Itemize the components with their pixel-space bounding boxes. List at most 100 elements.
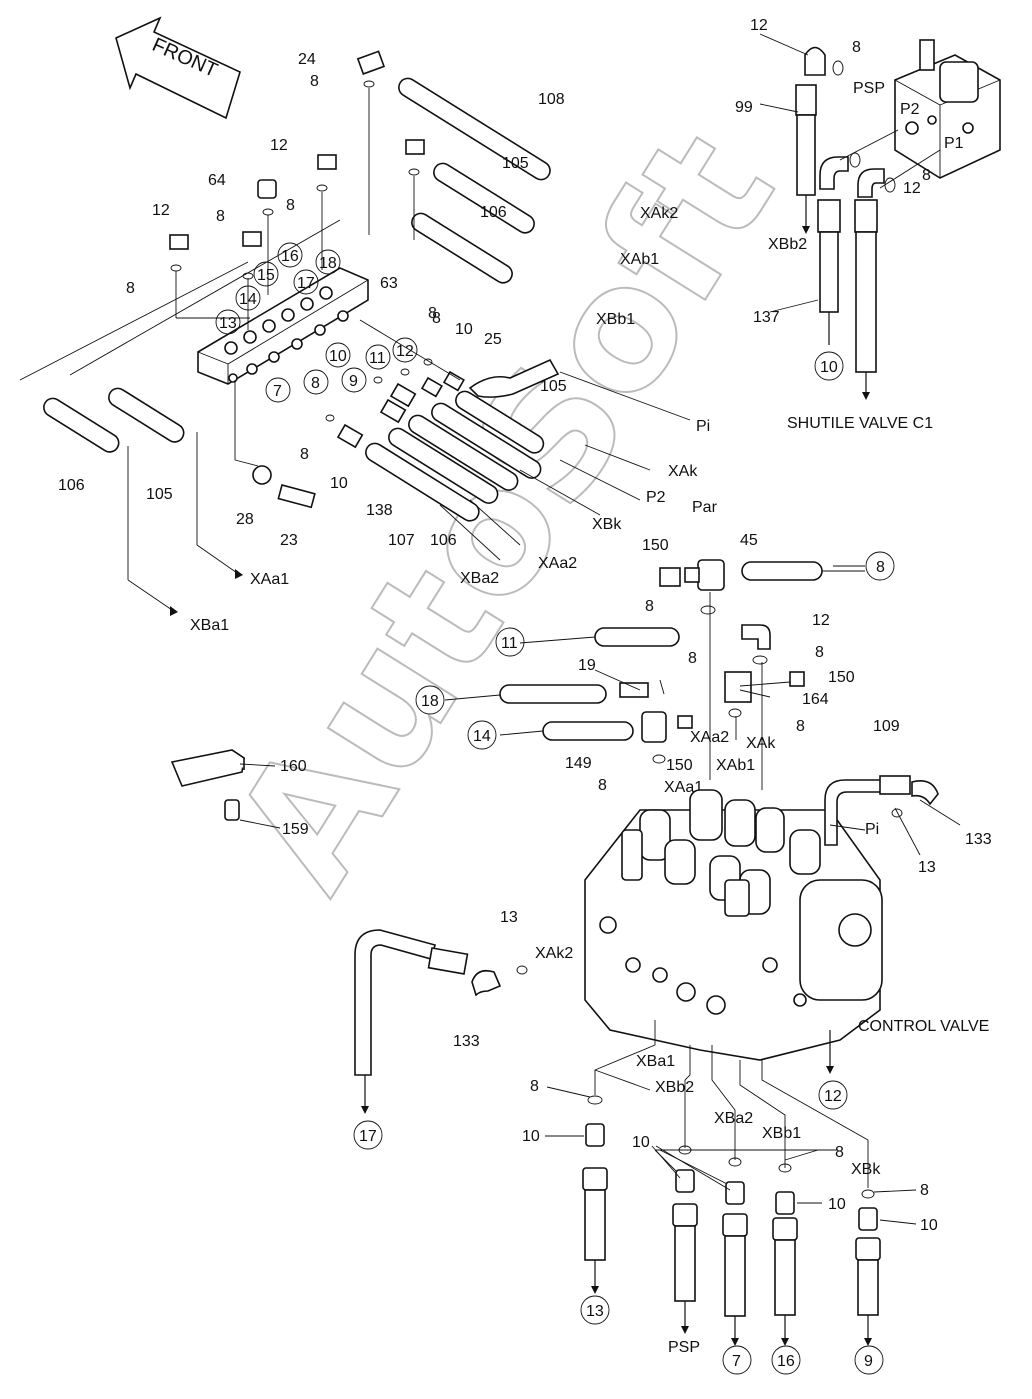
- callout-8: 8: [835, 1144, 844, 1161]
- callout-45: 45: [740, 532, 758, 549]
- callout-159: 159: [282, 821, 309, 838]
- control-valve-hoses: [354, 775, 961, 1114]
- callout-xbb1: XBb1: [762, 1125, 801, 1142]
- callout-106: 106: [480, 204, 507, 221]
- callout-8: 8: [920, 1182, 929, 1199]
- port-9: 9: [349, 373, 358, 390]
- bracket-160: 160 159: [170, 749, 309, 838]
- callout-12: 12: [903, 180, 921, 197]
- callout-10: 10: [920, 1217, 938, 1234]
- callout-xbb2: XBb2: [655, 1079, 694, 1096]
- callout-105: 105: [146, 486, 173, 503]
- callout-12: 12: [152, 202, 170, 219]
- bottom-lines: [594, 1020, 869, 1189]
- callout-107: 107: [388, 532, 415, 549]
- circled-9: 9: [864, 1353, 873, 1370]
- callout-8: 8: [815, 644, 824, 661]
- callout-8: 8: [428, 305, 437, 322]
- callout-24: 24: [298, 51, 316, 68]
- callout-12: 12: [750, 17, 768, 34]
- callout-xba1: XBa1: [636, 1053, 675, 1070]
- port-15: 15: [257, 267, 275, 284]
- callout-8: 8: [852, 39, 861, 56]
- callout-p1: P1: [944, 135, 964, 152]
- callout-xak: XAk: [668, 463, 698, 480]
- callout-10: 10: [828, 1196, 846, 1213]
- callout-12: 12: [812, 612, 830, 629]
- manifold-callouts: 24 8 108 12 105 XAk2 8 64 8 106 XAb1 12 …: [58, 51, 710, 634]
- left-hoses: [19, 219, 341, 616]
- callout-8: 8: [300, 446, 309, 463]
- front-arrow: FRONT: [115, 16, 241, 120]
- callout-8: 8: [126, 280, 135, 297]
- top-hoses: [169, 50, 551, 330]
- port-7: 7: [273, 383, 282, 400]
- middle-fittings: [444, 559, 865, 790]
- control-valve-callouts: 109 133 Pi 13 13 XAk2 133 CONTROL VALVE: [453, 718, 992, 1050]
- callout-par: Par: [692, 499, 718, 516]
- port-14: 14: [239, 291, 257, 308]
- callout-p2: P2: [900, 101, 920, 118]
- circled-8: 8: [876, 559, 885, 576]
- callout-133: 133: [965, 831, 992, 848]
- circled-18: 18: [421, 693, 439, 710]
- callout-106: 106: [58, 477, 85, 494]
- circled-callout-10: 10: [814, 351, 844, 381]
- callout-xbk: XBk: [851, 1161, 881, 1178]
- circled-label: 10: [820, 359, 838, 376]
- callout-133: 133: [453, 1033, 480, 1050]
- callout-xba1: XBa1: [190, 617, 229, 634]
- callout-13: 13: [918, 859, 936, 876]
- callout-106: 106: [430, 532, 457, 549]
- callout-xak2: XAk2: [535, 945, 573, 962]
- callout-28: 28: [236, 511, 254, 528]
- callout-pi: Pi: [696, 418, 710, 435]
- callout-8: 8: [688, 650, 697, 667]
- manifold-fittings: [234, 319, 691, 561]
- callout-xbk: XBk: [592, 516, 622, 533]
- callout-xak: XAk: [746, 735, 776, 752]
- callout-pi: Pi: [865, 821, 879, 838]
- shuttle-callouts: 12 8 99 PSP P2 P1 8 12 XBb2 137 SHUTILE …: [735, 17, 964, 432]
- callout-109: 109: [873, 718, 900, 735]
- callout-10: 10: [455, 321, 473, 338]
- callout-137: 137: [753, 309, 780, 326]
- control-valve-body: [584, 789, 883, 1061]
- callout-xab1: XAb1: [620, 251, 659, 268]
- middle-callouts: Par 45 150 8 12 8 19 8 150 164 8 XAa2 XA…: [565, 499, 855, 796]
- callout-19: 19: [578, 657, 596, 674]
- callout-108: 108: [538, 91, 565, 108]
- callout-64: 64: [208, 172, 226, 189]
- circled-7: 7: [732, 1353, 741, 1370]
- callout-xaa1: XAa1: [250, 571, 289, 588]
- port-11: 11: [369, 350, 386, 367]
- manifold-port-markers: 16 15 14 13 17 18 10 11 12 7 8 9: [215, 242, 418, 403]
- callout-8: 8: [922, 167, 931, 184]
- callout-psp: PSP: [668, 1339, 700, 1356]
- circled-17: 17: [359, 1128, 377, 1145]
- callout-10: 10: [632, 1134, 650, 1151]
- port-8: 8: [311, 375, 320, 392]
- middle-circled: 8 11 18 14: [415, 551, 895, 750]
- port-13: 13: [219, 315, 237, 332]
- callout-xba2: XBa2: [714, 1110, 753, 1127]
- circled-16: 16: [777, 1353, 795, 1370]
- circled-11: 11: [501, 635, 518, 652]
- bottom-callouts: XBa1 XBb2 XBa2 XBb1 XBk 8 10 10 8 8 10 1…: [522, 1053, 938, 1356]
- callout-105: 105: [502, 155, 529, 172]
- callout-150: 150: [666, 757, 693, 774]
- callout-xaa2: XAa2: [690, 729, 729, 746]
- callout-8: 8: [796, 718, 805, 735]
- callout-xab1: XAb1: [716, 757, 755, 774]
- callout-99: 99: [735, 99, 753, 116]
- callout-10: 10: [522, 1128, 540, 1145]
- port-17: 17: [297, 275, 315, 292]
- callout-150: 150: [642, 537, 669, 554]
- bottom-fittings: [582, 1095, 881, 1346]
- shuttle-hoses: [759, 33, 941, 400]
- callout-105: 105: [540, 378, 567, 395]
- callout-8: 8: [530, 1078, 539, 1095]
- callout-10: 10: [330, 475, 348, 492]
- control-valve-circled: 12 17: [353, 1080, 848, 1150]
